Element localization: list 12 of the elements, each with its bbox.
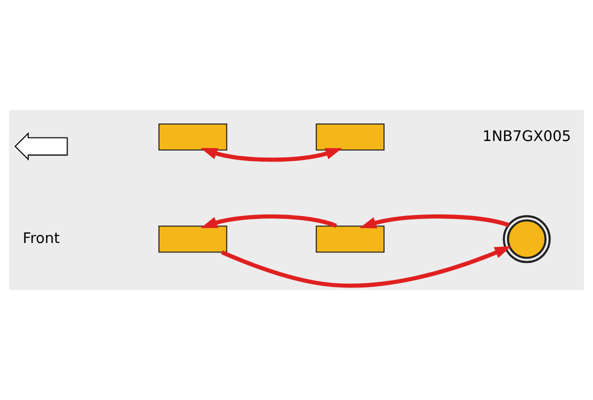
arrow [200, 148, 342, 162]
arrow [359, 214, 510, 228]
node-box [316, 226, 385, 253]
label: 1NB7GX005 [482, 128, 572, 145]
node-arrow [14, 132, 68, 161]
node-circle [502, 215, 551, 264]
label: Front [22, 230, 60, 247]
arrow [200, 214, 337, 228]
node-box [158, 123, 228, 151]
arrow [221, 246, 512, 288]
node-box [158, 226, 228, 253]
node-box [316, 123, 385, 151]
